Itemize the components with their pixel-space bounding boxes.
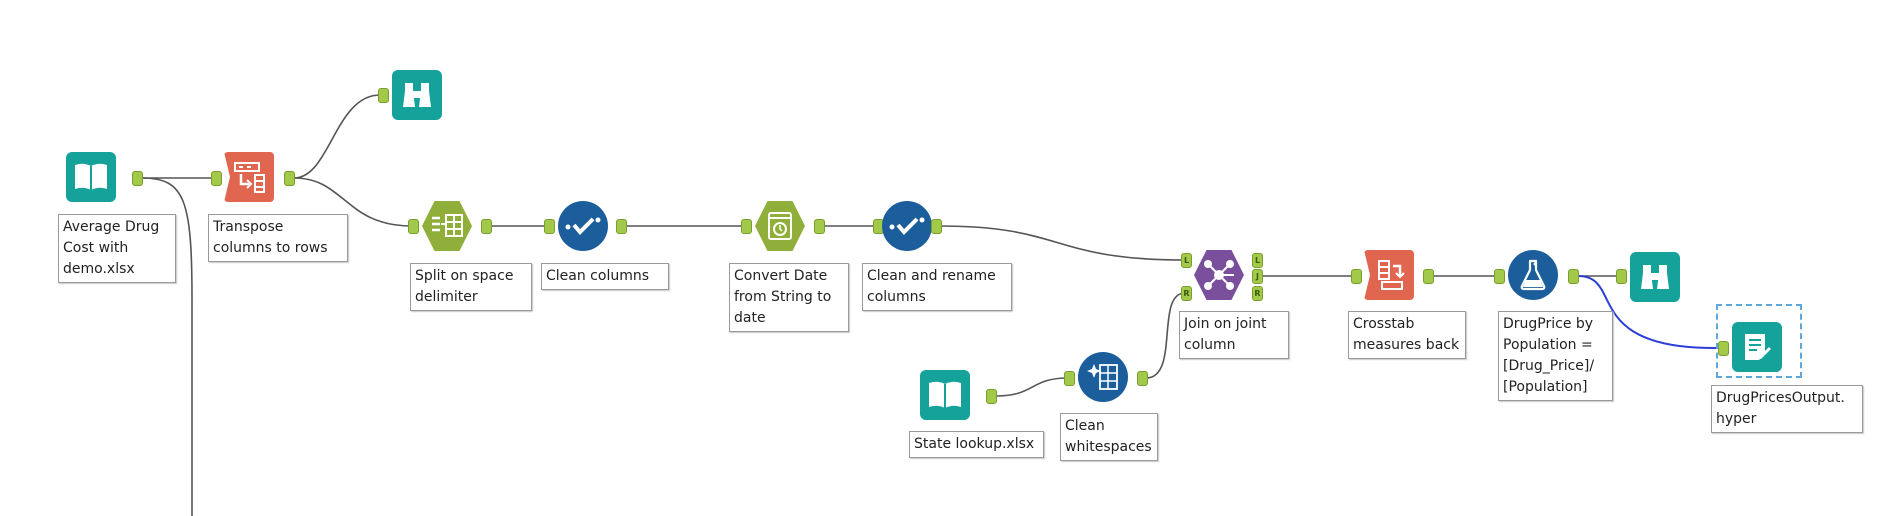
binoculars-icon [1641,265,1669,289]
tool-label-convert-date: Convert Date from String to date [729,263,849,332]
output-anchor[interactable] [814,219,825,234]
crosstab-icon [1378,260,1405,290]
clock-icon [768,212,792,240]
selection-box [1716,304,1802,378]
binoculars-icon [403,83,431,107]
join-left-output-anchor[interactable]: L [1252,253,1263,268]
output-anchor[interactable] [1568,269,1579,284]
connection-input-down [141,177,193,516]
input-anchor[interactable] [378,88,389,103]
browse-tool-top[interactable] [392,70,442,120]
transpose-tool[interactable] [224,152,274,202]
join-left-input-anchor[interactable]: L [1181,253,1192,268]
crosstab-tool[interactable] [1364,250,1414,300]
input-data-tool-state-lookup[interactable] [920,370,970,420]
output-anchor[interactable] [284,171,295,186]
join-right-input-anchor[interactable]: R [1181,286,1192,301]
output-anchor[interactable] [1137,371,1148,386]
tool-label-transpose: Transpose columns to rows [208,214,348,262]
input-anchor[interactable] [1494,269,1505,284]
connection-cleanse-to-join [1145,292,1186,379]
output-anchor[interactable] [616,219,627,234]
input-anchor[interactable] [1064,371,1075,386]
output-icon [1745,334,1771,360]
text-to-columns-tool[interactable] [422,201,472,251]
tool-label-state-lookup: State lookup.xlsx [909,431,1044,458]
join-right-output-anchor[interactable]: R [1252,286,1263,301]
output-anchor[interactable] [132,171,143,186]
cleanse-icon [1087,364,1118,390]
data-cleansing-tool-whitespaces[interactable] [1078,352,1128,402]
join-tool[interactable] [1194,250,1244,300]
join-joined-output-anchor[interactable]: J [1252,269,1263,284]
connection-formula-to-output-selected [1577,275,1721,350]
connection-transpose-to-browse [293,94,381,179]
tool-label-clean-columns: Clean columns [541,263,669,290]
tool-label-join: Join on joint column [1179,311,1289,359]
tool-label-clean-rename: Clean and rename columns [862,263,1012,311]
connection-transpose-to-split [293,177,413,227]
book-icon [75,163,107,190]
data-cleansing-tool-clean-rename[interactable] [882,201,932,251]
input-anchor[interactable] [1718,341,1729,356]
book-icon [929,381,961,408]
check-icon [565,217,601,235]
connection-clean2-to-join [939,225,1186,261]
tool-label-formula: DrugPrice by Population = [Drug_Price]/ … [1498,311,1613,401]
tool-label-split: Split on space delimiter [410,263,532,311]
tool-label-cleanse: Clean whitespaces [1060,413,1158,461]
input-anchor[interactable] [211,171,222,186]
connection-state-to-cleanse [995,377,1069,397]
output-anchor[interactable] [986,389,997,404]
tool-label-average-drug-cost: Average Drug Cost with demo.xlsx [58,214,176,283]
input-anchor[interactable] [1616,269,1627,284]
output-anchor[interactable] [1423,269,1434,284]
tool-label-output: DrugPricesOutput. hyper [1711,385,1863,433]
browse-tool-right[interactable] [1630,252,1680,302]
input-anchor[interactable] [544,219,555,234]
formula-tool[interactable] [1508,250,1558,300]
data-cleansing-tool-clean-columns[interactable] [558,201,608,251]
output-data-tool[interactable] [1732,322,1782,372]
input-anchor[interactable] [1351,269,1362,284]
check-icon [889,217,925,235]
output-anchor[interactable] [931,219,942,234]
text-to-columns-icon [432,214,463,237]
flask-icon [1520,259,1546,291]
join-icon [1204,260,1234,290]
input-data-tool-average-drug-cost[interactable] [66,152,116,202]
input-anchor[interactable] [408,219,419,234]
input-anchor[interactable] [741,219,752,234]
tool-label-crosstab: Crosstab measures back [1348,311,1466,359]
output-anchor[interactable] [481,219,492,234]
transpose-icon [234,162,265,193]
